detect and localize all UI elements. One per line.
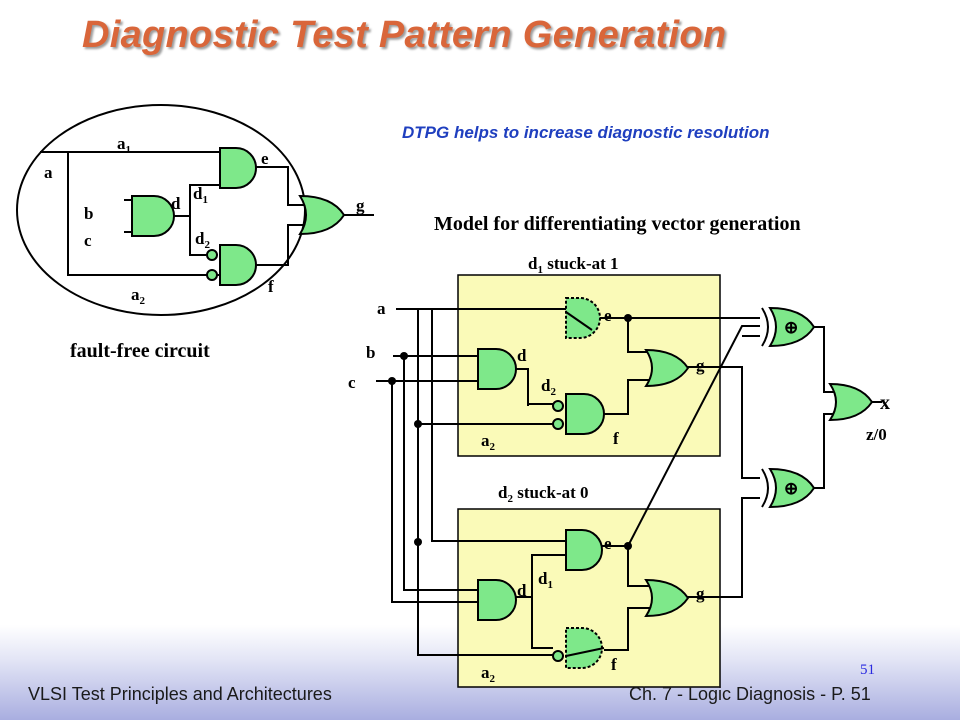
fault-free-caption: fault-free circuit [70, 340, 210, 362]
label-d2: d2 [195, 229, 210, 251]
label-c: c [84, 231, 92, 250]
and-gate-f [219, 244, 257, 286]
input-b-label: b [366, 343, 375, 362]
wire-a2 [67, 152, 220, 276]
bottom-label-g: g [696, 584, 705, 603]
top-fault-label: d1 stuck-at 1 [528, 254, 619, 276]
model-heading: Model for differentiating vector generat… [434, 213, 801, 235]
input-a-label: a [377, 299, 386, 318]
label-a2: a2 [131, 285, 146, 307]
inverter-bubble [552, 400, 564, 412]
page-number: 51 [860, 662, 875, 678]
bottom-label-a2: a2 [481, 663, 496, 685]
wire-e [254, 166, 304, 206]
bottom-label-d1: d1 [538, 569, 553, 591]
footer-chapter: Ch. 7 - Logic Diagnosis - P. 51 [629, 684, 871, 704]
slide-title: Diagnostic Test Pattern Generation [82, 14, 727, 56]
or-gate-g-bottom [644, 578, 690, 618]
label-f: f [268, 277, 274, 296]
inverter-bubble [206, 269, 218, 281]
xor-gate-bottom: ⊕ [761, 467, 816, 509]
xor-gate-top: ⊕ [761, 306, 816, 348]
bottom-label-e: e [604, 534, 612, 553]
top-label-d2: d2 [541, 376, 556, 398]
input-wiring [376, 308, 574, 656]
top-label-a2: a2 [481, 431, 496, 453]
svg-text:⊕: ⊕ [784, 479, 798, 498]
or-gate-output [828, 382, 874, 422]
slide-subtitle: DTPG helps to increase diagnostic resolu… [402, 123, 770, 142]
bottom-fault-label: d2 stuck-at 0 [498, 483, 589, 505]
bottom-label-d: d [517, 581, 527, 600]
output-label: z/0 [866, 425, 887, 444]
and-gate-e [219, 147, 257, 189]
wire-d [172, 184, 220, 256]
wire-bc [124, 199, 132, 233]
wire-xor-bottom-out [814, 413, 834, 489]
footer-book-title: VLSI Test Principles and Architectures [28, 684, 332, 704]
wire-e-bottom-to-xor [627, 325, 760, 547]
label-d1: d1 [193, 184, 208, 206]
label-e: e [261, 149, 269, 168]
top-label-d: d [517, 346, 527, 365]
and-gate-d-bottom [477, 579, 517, 621]
input-c-label: c [348, 373, 356, 392]
bottom-label-f: f [611, 655, 617, 674]
top-faulty-circuit [477, 297, 760, 479]
and-gate-d-top [477, 348, 517, 390]
or-gate-g-top [644, 348, 690, 388]
inverter-bubble [552, 650, 564, 662]
inverter-bubble [206, 249, 218, 261]
wire-f [254, 224, 304, 266]
output-mark: x [880, 392, 890, 414]
top-label-g: g [696, 356, 705, 375]
svg-text:⊕: ⊕ [784, 318, 798, 337]
faulty-and-gate-f [565, 627, 603, 669]
label-a1: a1 [117, 134, 131, 156]
and-gate-d [131, 195, 175, 237]
and-gate-f-top [565, 393, 605, 435]
bottom-faulty-circuit [477, 497, 760, 669]
inverter-bubble [552, 418, 564, 430]
top-label-e: e [604, 306, 612, 325]
and-gate-e-bottom [565, 529, 603, 571]
fault-free-circuit: a a1 a2 b c d d1 d2 e f g [16, 104, 374, 316]
wire-xor-top-out [814, 326, 834, 393]
faulty-and-gate-e [565, 297, 601, 339]
label-b: b [84, 204, 93, 223]
top-label-f: f [613, 429, 619, 448]
or-gate-g [298, 194, 346, 236]
label-g: g [356, 196, 365, 215]
label-d: d [171, 194, 181, 213]
label-a: a [44, 163, 53, 182]
